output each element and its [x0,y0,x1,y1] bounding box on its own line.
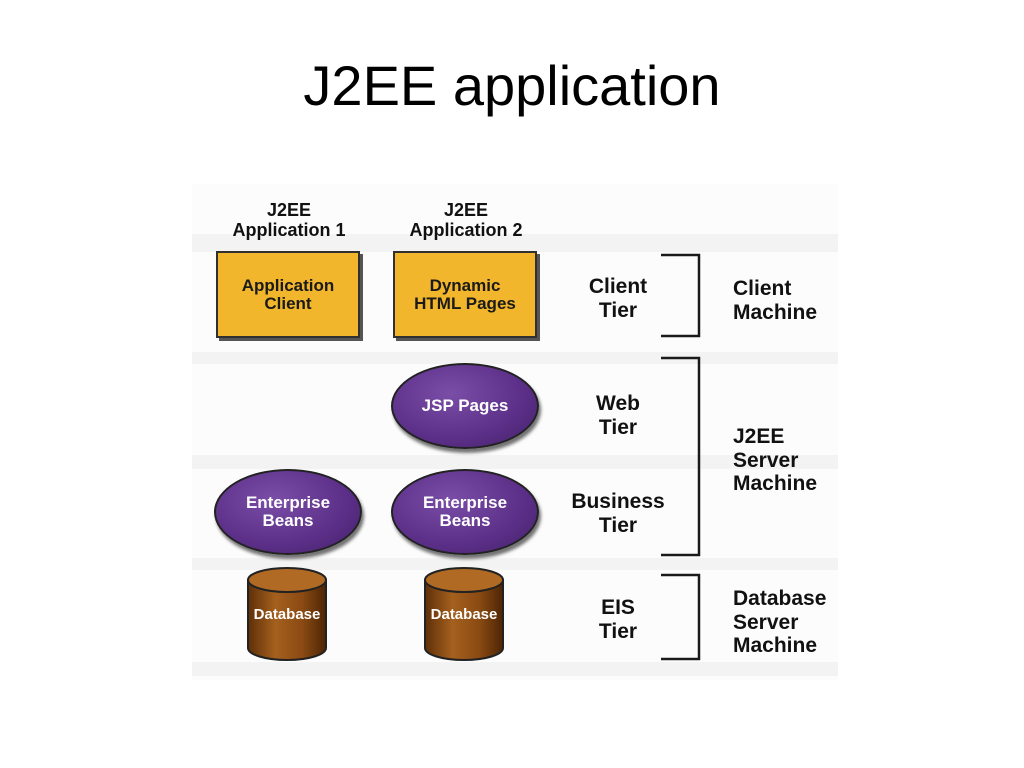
machine-label-client: Client Machine [733,277,843,324]
background-band [192,455,838,469]
tier-label-line: Web [596,392,640,415]
column-header-application-2: J2EE Application 2 [386,200,546,240]
tier-label-line: Tier [598,513,638,537]
machine-label-line: Machine [733,300,818,324]
machine-label-line: Machine [733,472,818,496]
node-label: Database [430,606,498,623]
node-label: Dynamic [429,275,501,295]
node-label: Enterprise [245,493,331,513]
tier-label-business: Business Tier [563,490,673,537]
tier-label-web: Web Tier [563,392,673,439]
node-label: Application [241,275,335,295]
database-icon [424,567,504,661]
machine-label-database: Database Server Machine [733,587,843,658]
server-machine-bracket [661,356,701,557]
column-header-line: Application 2 [409,220,523,241]
dynamic-html-pages-box: Dynamic HTML Pages [393,251,537,338]
node-label: Enterprise [422,493,508,513]
tier-label-client: Client Tier [563,275,673,322]
tier-label-line: Business [571,490,665,513]
machine-label-line: Server [733,610,799,634]
tier-label-line: Tier [598,415,638,439]
jsp-pages-oval: JSP Pages [391,363,539,449]
background-band [192,662,838,676]
node-label: JSP Pages [421,396,509,416]
node-label: HTML Pages [414,293,516,313]
column-header-application-1: J2EE Application 1 [209,200,369,240]
tier-brackets [661,253,701,661]
enterprise-beans-oval-1: Enterprise Beans [214,469,362,555]
database-machine-bracket [661,573,701,661]
machine-label-line: Database [733,587,827,610]
database-cylinder-2: Database [423,566,505,664]
node-label: Beans [439,511,491,530]
database-icon [247,567,327,661]
enterprise-beans-oval-2: Enterprise Beans [391,469,539,555]
column-header-line: J2EE [266,200,312,220]
machine-label-line: Machine [733,634,818,658]
column-header-line: Application 1 [232,220,346,241]
database-cylinder-1: Database [246,566,328,664]
machine-label-server: J2EE Server Machine [733,425,843,496]
node-label: Database [253,606,321,623]
background-band [192,352,838,364]
application-client-box: Application Client [216,251,360,338]
machine-label-line: Server [733,448,799,472]
client-machine-bracket [661,253,701,338]
machine-label-line: Client [733,277,792,300]
node-label: Client [264,293,312,313]
background-band [192,558,838,570]
tier-label-line: Tier [598,298,638,322]
node-label: Beans [262,511,314,530]
tier-label-line: EIS [601,596,635,619]
background-band [192,234,838,252]
slide-title: J2EE application [303,54,721,117]
tier-label-line: Client [588,275,648,298]
column-header-line: J2EE [443,200,489,220]
machine-label-line: J2EE [733,425,785,448]
tier-label-line: Tier [598,619,638,643]
tier-label-eis: EIS Tier [563,596,673,643]
